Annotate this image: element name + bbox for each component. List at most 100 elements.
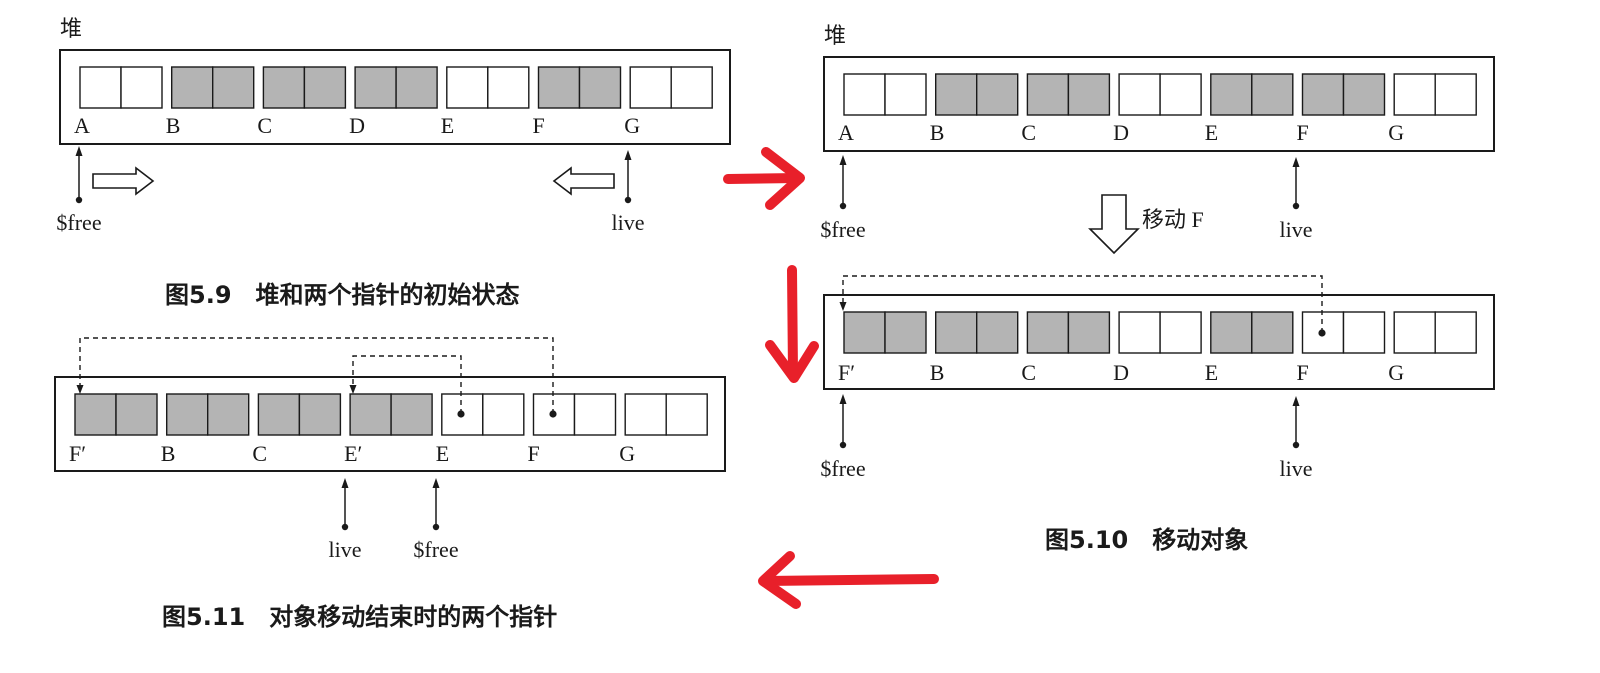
object-label: E bbox=[1205, 120, 1218, 145]
object-label: F bbox=[1297, 120, 1309, 145]
live-pointer-label: live bbox=[329, 537, 362, 562]
heap-cells-before bbox=[843, 73, 1477, 116]
object-header-cell bbox=[1393, 73, 1436, 116]
heap-object bbox=[843, 311, 927, 354]
object-header-cell bbox=[1301, 73, 1345, 116]
heap-frame bbox=[54, 376, 726, 472]
object-field-cell bbox=[390, 393, 433, 436]
move-step-label: 移动 F bbox=[1142, 207, 1204, 232]
object-label: A bbox=[838, 120, 854, 145]
object-label: C bbox=[257, 113, 272, 138]
object-label: B bbox=[930, 360, 945, 385]
object-field-cell bbox=[976, 73, 1019, 116]
object-field-cell bbox=[115, 393, 158, 436]
heap-object bbox=[1210, 73, 1294, 116]
object-header-cell bbox=[843, 73, 886, 116]
object-field-cell bbox=[1159, 73, 1202, 116]
object-field-cell bbox=[665, 393, 708, 436]
object-label: F′ bbox=[69, 441, 86, 466]
object-header-cell bbox=[349, 393, 392, 436]
heap-object bbox=[1118, 73, 1202, 116]
object-header-cell bbox=[1026, 311, 1070, 354]
object-label: F bbox=[533, 113, 545, 138]
object-field-cell bbox=[395, 66, 438, 109]
live-pointer-label: live bbox=[612, 210, 645, 235]
live-pointer-label-before: live bbox=[1280, 217, 1313, 242]
heap-object bbox=[79, 66, 163, 109]
heap-object bbox=[349, 393, 433, 436]
object-label: G bbox=[624, 113, 640, 138]
heap-object bbox=[354, 66, 438, 109]
object-label: E′ bbox=[344, 441, 362, 466]
object-label: G bbox=[1388, 360, 1404, 385]
object-field-cell bbox=[1342, 311, 1386, 354]
free-pointer-label-after: $free bbox=[820, 456, 865, 481]
object-header-cell bbox=[843, 311, 886, 354]
object-header-cell bbox=[935, 73, 978, 116]
free-pointer-arrow-before bbox=[839, 155, 847, 210]
object-label: F bbox=[528, 441, 540, 466]
live-pointer-arrow bbox=[341, 478, 349, 531]
live-pointer-label-after: live bbox=[1280, 456, 1313, 481]
object-header-cell bbox=[1026, 73, 1070, 116]
object-label: G bbox=[619, 441, 635, 466]
heap-object bbox=[629, 66, 713, 109]
forwarding-pointer-f bbox=[76, 337, 557, 418]
object-field-cell bbox=[884, 73, 927, 116]
object-field-cell bbox=[976, 311, 1019, 354]
free-pointer-arrow bbox=[75, 146, 83, 204]
heap-frame-before bbox=[823, 56, 1495, 152]
heap-object bbox=[624, 393, 708, 436]
object-field-cell bbox=[303, 66, 347, 109]
object-field-cell bbox=[670, 66, 713, 109]
object-label: E bbox=[1205, 360, 1218, 385]
object-header-cell bbox=[354, 66, 397, 109]
object-header-cell bbox=[165, 393, 209, 436]
object-label: C bbox=[1021, 120, 1036, 145]
free-pointer-arrow-after bbox=[839, 394, 847, 449]
move-down-arrow-icon bbox=[1088, 194, 1140, 255]
object-header-cell bbox=[935, 311, 978, 354]
object-label: B bbox=[930, 120, 945, 145]
heap-cells bbox=[79, 66, 713, 109]
heap-object bbox=[537, 66, 622, 109]
transition-arrow-right-icon bbox=[723, 147, 805, 210]
free-pointer-arrow bbox=[432, 478, 440, 531]
object-header-cell bbox=[1118, 73, 1161, 116]
object-field-cell bbox=[1251, 311, 1294, 354]
object-header-cell bbox=[629, 66, 672, 109]
forwarding-pointer bbox=[839, 275, 1326, 337]
heap-object bbox=[1210, 311, 1294, 354]
heap-title: 堆 bbox=[60, 17, 82, 42]
object-field-cell bbox=[573, 393, 617, 436]
heap-object bbox=[1301, 311, 1386, 354]
object-header-cell bbox=[79, 66, 122, 109]
heap-object bbox=[1118, 311, 1202, 354]
object-header-cell bbox=[624, 393, 667, 436]
object-field-cell bbox=[487, 66, 530, 109]
object-field-cell bbox=[211, 66, 255, 109]
live-pointer-arrow-before bbox=[1292, 157, 1300, 210]
transition-arrow-down-icon bbox=[765, 265, 819, 383]
heap-object bbox=[441, 393, 525, 436]
heap-object bbox=[935, 311, 1019, 354]
figure-caption: 图5.10 移动对象 bbox=[1045, 526, 1248, 554]
object-header-cell bbox=[1210, 311, 1253, 354]
object-header-cell bbox=[1393, 311, 1436, 354]
object-label: D bbox=[1113, 360, 1129, 385]
heap-object bbox=[1393, 311, 1477, 354]
object-label: C bbox=[252, 441, 267, 466]
object-label: D bbox=[1113, 120, 1129, 145]
heap-title: 堆 bbox=[824, 24, 846, 49]
heap-object bbox=[1026, 73, 1111, 116]
object-label: A bbox=[74, 113, 90, 138]
forwarding-pointer-e bbox=[349, 355, 465, 418]
object-field-cell bbox=[482, 393, 525, 436]
object-header-cell bbox=[257, 393, 301, 436]
heap-object bbox=[170, 66, 255, 109]
